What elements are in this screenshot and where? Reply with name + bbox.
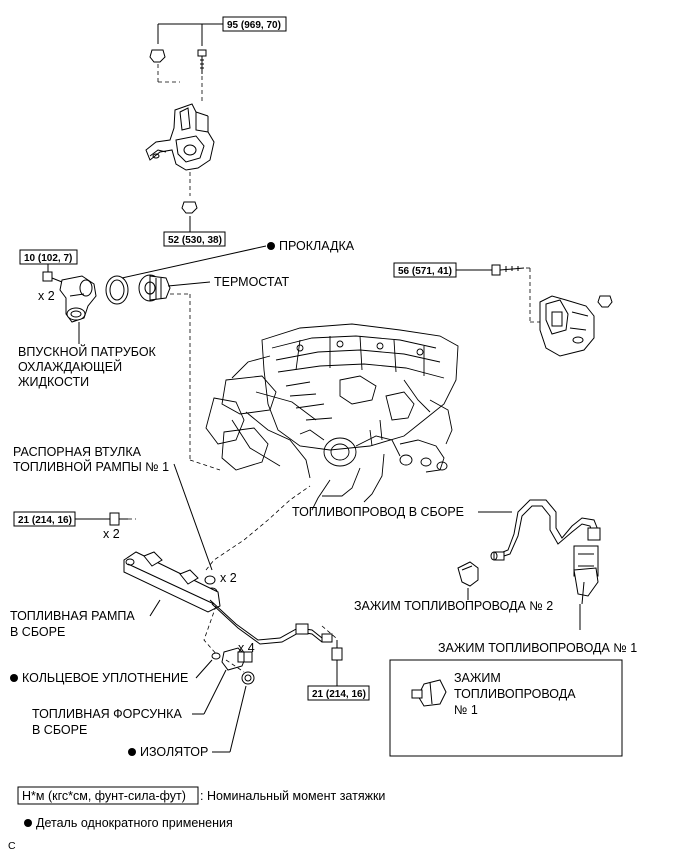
fuel-injector (221, 647, 253, 671)
inset-box: ЗАЖИМ ТОПЛИВОПРОВОДА № 1 (389, 659, 623, 757)
engine-assembly (205, 323, 459, 511)
inset-label-line3: № 1 (454, 703, 478, 717)
torque-95: 95 (969, 70) (227, 20, 281, 31)
pipe-bolt-group: 21 (214, 16) (307, 625, 370, 701)
corner-code: C (8, 840, 16, 852)
fuel-rail (123, 551, 333, 645)
engine-mount-group: 95 (969, 70) 52 (530, 38) (145, 16, 287, 247)
inlet-bolt (42, 271, 53, 282)
bracket-nut (597, 295, 613, 308)
torque-21b: 21 (214, 16) (312, 689, 366, 700)
legend-nonreusable-mark (24, 819, 32, 827)
nonreusable-mark-oring (10, 674, 18, 682)
fuel-rail-label-line1: ТОПЛИВНАЯ РАМПА (10, 609, 135, 623)
pipe-bolt (331, 647, 343, 661)
right-mount-group: 56 (571, 41) (393, 262, 613, 357)
water-inlet-label-line1: ВПУСКНОЙ ПАТРУБОК (18, 344, 157, 359)
spacer-count: x 2 (220, 571, 237, 585)
mount-bracket-right (539, 295, 595, 357)
water-inlet-label-line2: ОХЛАЖДАЮЩЕЙ (18, 359, 122, 374)
insulator (241, 671, 255, 685)
spacer-label-line1: РАСПОРНАЯ ВТУЛКА (13, 445, 142, 459)
torque-52: 52 (530, 38) (168, 235, 222, 246)
inlet-bolt-count: x 2 (38, 289, 55, 303)
fuel-tube-label: ТОПЛИВОПРОВОД В СБОРЕ (292, 505, 464, 519)
rail-bolt (109, 512, 120, 526)
torque-box-52 (163, 231, 226, 247)
nonreusable-mark-gasket (267, 242, 275, 250)
inset-label-line1: ЗАЖИМ (454, 671, 501, 685)
bracket-bolt (491, 264, 501, 276)
clip2-label: ЗАЖИМ ТОПЛИВОПРОВОДА № 2 (354, 599, 553, 613)
inset-label-line2: ТОПЛИВОПРОВОДА (454, 687, 576, 701)
fuel-rail-label-line2: В СБОРЕ (10, 625, 65, 639)
oring (211, 652, 221, 660)
injector-label-line2: В СБОРЕ (32, 723, 87, 737)
mount-bolt (197, 49, 207, 57)
fuel-tube-group: ТОПЛИВОПРОВОД В СБОРЕ ЗАЖИМ ТОПЛИВОПРОВО… (292, 499, 637, 655)
legend-nonreusable: Деталь однократного применения (36, 816, 233, 830)
water-inlet-group: 10 (102, 7) x 2 ВПУСКНОЙ ПАТРУБОК ОХЛАЖД… (18, 239, 355, 471)
legend: Н*м (кгс*см, фунт-сила-фут) : Номинальны… (8, 786, 385, 852)
legend-torque-desc: : Номинальный момент затяжки (200, 789, 385, 803)
torque-21a: 21 (214, 16) (18, 515, 72, 526)
legend-torque-box (17, 786, 199, 805)
water-inlet-label-line3: ЖИДКОСТИ (18, 375, 89, 389)
thermostat (138, 274, 171, 302)
engine-mount-bracket (145, 103, 215, 171)
injector-label-line1: ТОПЛИВНАЯ ФОРСУНКА (32, 707, 182, 721)
gasket-label: ПРОКЛАДКА (279, 239, 355, 253)
thermostat-label: ТЕРМОСТАТ (214, 275, 289, 289)
injector-group: x 4 КОЛЬЦЕВОЕ УПЛОТНЕНИЕ ТОПЛИВНАЯ ФОРСУ… (10, 605, 255, 759)
injector-count: x 4 (238, 641, 255, 655)
insulator-label: ИЗОЛЯТОР (140, 745, 208, 759)
fuel-tube (490, 499, 601, 605)
torque-box-21b (307, 685, 370, 701)
mount-nut (149, 49, 166, 63)
water-inlet (59, 275, 97, 323)
inset-clip-illustration (411, 679, 447, 707)
clip1-label: ЗАЖИМ ТОПЛИВОПРОВОДА № 1 (438, 641, 637, 655)
spacer-1 (204, 575, 216, 585)
fuel-rail-bolts-group: 21 (214, 16) x 2 (13, 511, 136, 541)
oring-label: КОЛЬЦЕВОЕ УПЛОТНЕНИЕ (22, 671, 188, 685)
nonreusable-mark-insulator (128, 748, 136, 756)
fuel-tube-clip-2 (457, 561, 479, 587)
torque-56: 56 (571, 41) (398, 266, 452, 277)
spacer-label-line2: ТОПЛИВНОЙ РАМПЫ № 1 (13, 459, 169, 474)
torque-10: 10 (102, 7) (24, 253, 72, 264)
rail-bolt-count: x 2 (103, 527, 120, 541)
legend-torque-key: Н*м (кгс*см, фунт-сила-фут) (22, 789, 186, 803)
mount-lower-nut (181, 201, 198, 214)
gasket (105, 275, 129, 305)
spacer-group: РАСПОРНАЯ ВТУЛКА ТОПЛИВНОЙ РАМПЫ № 1 x 2 (13, 445, 311, 597)
